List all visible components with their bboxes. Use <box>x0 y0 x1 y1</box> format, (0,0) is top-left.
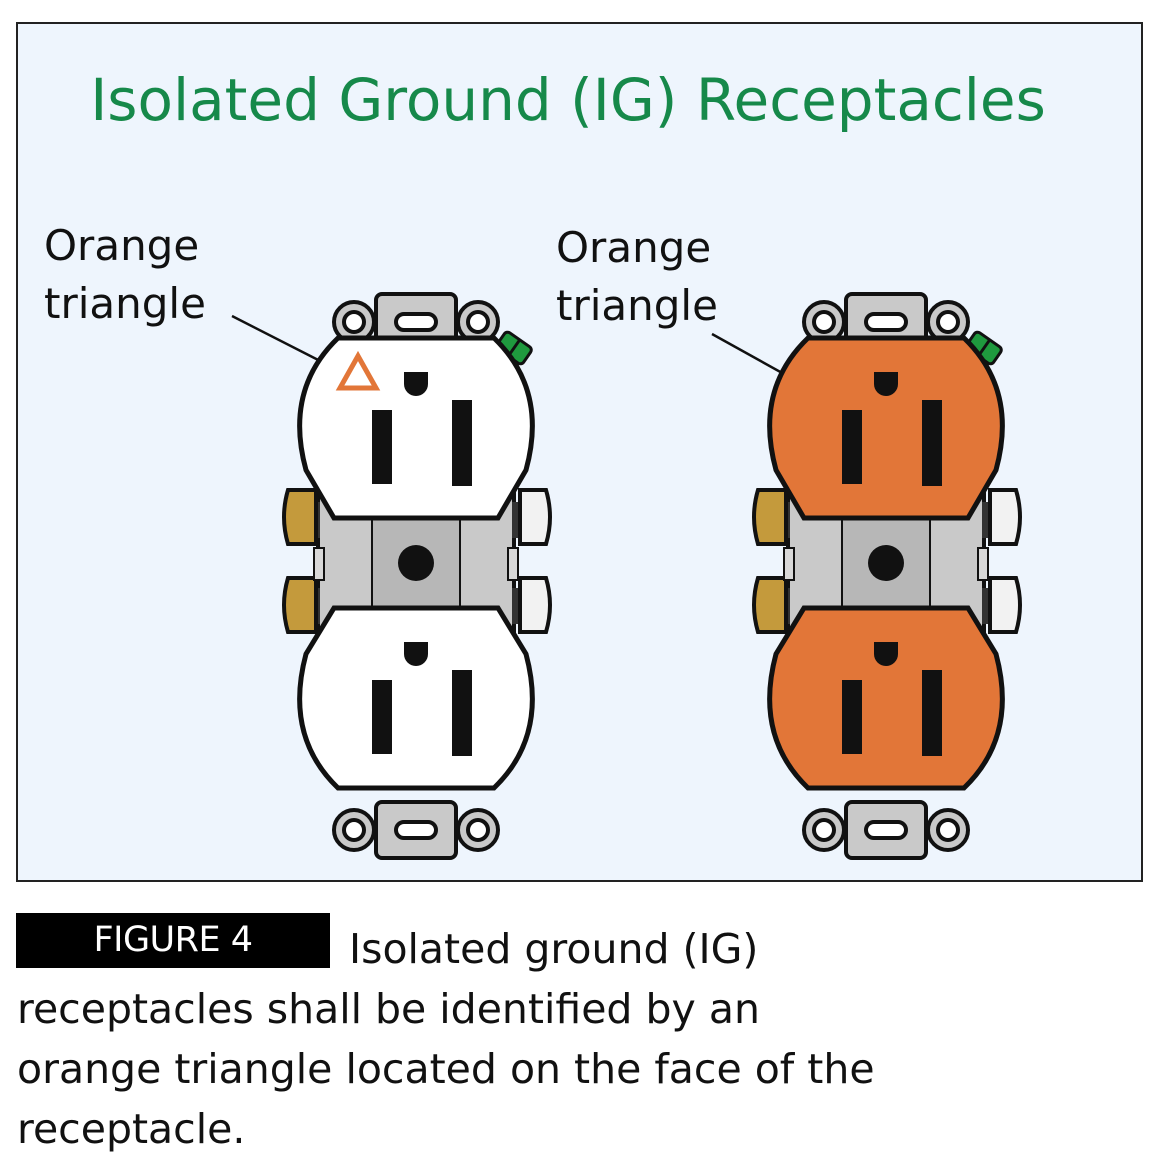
figure-caption: Isolated ground (IG) receptacles shall be… <box>17 919 1017 1159</box>
ig-triangle <box>335 350 381 391</box>
mount-ear-bottom <box>802 800 970 860</box>
caption-line-2: receptacles shall be identified by an <box>17 985 760 1033</box>
silver-terminal-lower <box>512 576 552 634</box>
lower-outlet-face <box>297 605 535 791</box>
mount-ear-bottom <box>332 800 500 860</box>
page-title: Isolated Ground (IG) Receptacles <box>90 66 1046 134</box>
center-screw-hole <box>398 545 434 581</box>
brass-terminal-upper <box>282 488 320 546</box>
caption-line-1: Isolated ground (IG) <box>349 925 759 973</box>
lower-outlet-face <box>767 605 1005 791</box>
receptacle-right <box>752 292 1022 860</box>
label-left-line2: triangle <box>44 279 206 328</box>
ig-triangle <box>809 350 855 391</box>
upper-outlet-face <box>767 335 1005 521</box>
center-screw-hole <box>868 545 904 581</box>
receptacle-diagram: Isolated Ground (IG) Receptacles Orange … <box>44 66 1046 860</box>
silver-terminal-lower <box>982 576 1022 634</box>
brass-terminal-lower <box>752 576 790 634</box>
brass-terminal-lower <box>282 576 320 634</box>
brass-terminal-upper <box>752 488 790 546</box>
receptacle-left <box>282 292 552 860</box>
left-label-leader <box>231 314 331 368</box>
silver-terminal-upper <box>982 488 1022 546</box>
silver-terminal-upper <box>512 488 552 546</box>
caption-line-4: receptacle. <box>17 1105 246 1153</box>
upper-outlet-face <box>297 335 535 521</box>
label-left-line1: Orange <box>44 221 199 270</box>
figure-label: FIGURE 4 <box>16 913 330 968</box>
label-right-line2: triangle <box>556 281 718 330</box>
caption-line-3: orange triangle located on the face of t… <box>17 1045 875 1093</box>
label-right-line1: Orange <box>556 223 711 272</box>
